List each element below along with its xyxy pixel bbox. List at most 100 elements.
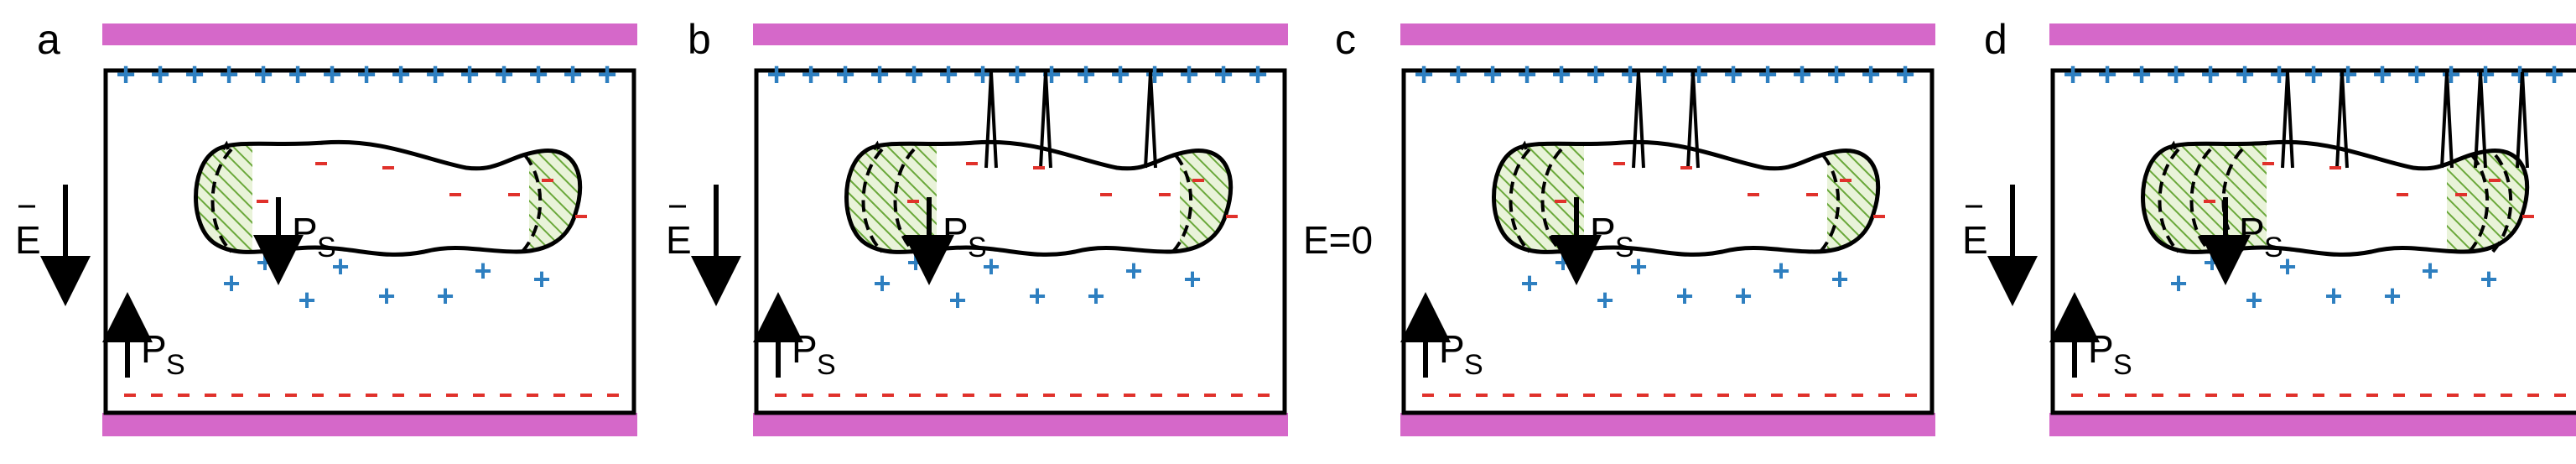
domain-positive-charge: + [474, 253, 491, 288]
surface-charges-positive: +++++++++++++++ [116, 56, 616, 93]
plus-charge: + [1861, 56, 1880, 93]
plus-charge: + [2200, 56, 2220, 93]
inner-ps-subscript: S [317, 232, 336, 263]
inner-ps-subscript: S [2264, 232, 2283, 263]
plus-charge: + [835, 56, 854, 93]
plus-charge: + [2097, 56, 2116, 93]
plus-charge: + [1792, 56, 1811, 93]
plus-charge: + [801, 56, 820, 93]
needle-domain [2281, 71, 2294, 169]
domain-positive-charge: + [1124, 253, 1142, 288]
panel-letter: c [1335, 16, 1356, 63]
inner-ps-label: P [2239, 210, 2265, 253]
needle-domain [984, 71, 998, 169]
plus-charge: + [870, 56, 889, 93]
plus-charge: + [1723, 56, 1742, 93]
field-label: E [666, 218, 692, 262]
domain-positive-charge: + [906, 245, 924, 279]
plus-charge: + [766, 56, 786, 93]
bottom-electrode [102, 413, 637, 436]
plus-charge: + [938, 56, 958, 93]
plus-charge: + [1620, 56, 1639, 93]
domain-wall [1509, 148, 1531, 253]
plus-charge: + [184, 56, 204, 93]
plus-charge: + [2510, 56, 2529, 93]
outer-ps-label: P [792, 327, 818, 371]
plus-charge: + [2544, 56, 2563, 93]
domain-wall [210, 148, 233, 253]
domain-positive-charge: + [2383, 279, 2401, 313]
plus-charge: + [1179, 56, 1198, 93]
domain-positive-charge: + [1831, 262, 1848, 296]
needle-domain [2440, 71, 2454, 169]
plus-charge: + [1110, 56, 1130, 93]
inner-ps-subscript: S [968, 232, 987, 263]
domain-spike [2168, 140, 2177, 151]
domain-wall [861, 148, 884, 253]
domain-positive-charge: + [222, 266, 240, 300]
plus-charge: + [1483, 56, 1502, 93]
plus-charge: + [2235, 56, 2254, 93]
plus-charge: + [356, 56, 376, 93]
plus-charge: + [322, 56, 341, 93]
plus-charge: + [2407, 56, 2426, 93]
needle-domain [2516, 71, 2529, 169]
domain-positive-charge: + [1596, 283, 1613, 317]
needle-domain [1144, 71, 1157, 169]
domain-spike [872, 140, 880, 151]
needle-domain [1039, 71, 1052, 169]
outer-ps-subscript: S [2113, 349, 2132, 381]
domain-positive-charge: + [331, 249, 349, 284]
domain-positive-charge: + [2245, 283, 2262, 317]
domain-positive-charge: + [982, 249, 1000, 284]
plus-charge: + [1414, 56, 1433, 93]
plus-charge: + [1586, 56, 1605, 93]
domain-wall [2158, 148, 2180, 253]
plus-charge: + [1076, 56, 1095, 93]
domain-positive-charge: + [377, 279, 395, 313]
domain-wall [1170, 154, 1193, 255]
domain-positive-charge: + [1734, 279, 1752, 313]
domain-positive-charge: + [948, 283, 966, 317]
reversed-domain [194, 139, 583, 257]
domain-wall [1817, 154, 1841, 255]
panel-letter: a [37, 16, 60, 63]
plus-charge: + [150, 56, 169, 93]
panel-letter: d [1984, 16, 2007, 63]
plus-charge: + [2372, 56, 2392, 93]
plus-charge: + [563, 56, 582, 93]
outer-ps-label: P [141, 327, 167, 371]
plus-charge: + [253, 56, 273, 93]
outer-ps-label: P [1439, 327, 1465, 371]
inner-ps-subscript: S [1615, 232, 1634, 263]
panel-letter: b [688, 16, 711, 63]
top-electrode [102, 23, 637, 45]
plus-charge: + [219, 56, 238, 93]
surface-charges-positive: +++++++++++++++ [766, 56, 1267, 93]
plus-charge: + [391, 56, 410, 93]
domain-positive-charge: + [1183, 262, 1201, 296]
domain-positive-charge: + [1629, 249, 1647, 284]
plus-charge: + [1758, 56, 1777, 93]
plus-charge: + [973, 56, 992, 93]
plus-charge: + [904, 56, 923, 93]
outer-ps-subscript: S [817, 349, 836, 381]
inner-ps-label: P [1590, 210, 1616, 253]
top-electrode [753, 23, 1288, 45]
domain-positive-charge: + [1520, 266, 1538, 300]
bottom-electrode [1400, 413, 1935, 436]
outer-ps-subscript: S [166, 349, 185, 381]
plus-charge: + [1895, 56, 1914, 93]
inner-ps-label: P [292, 210, 318, 253]
field-label: E [15, 218, 41, 262]
domain-positive-charge: + [298, 283, 315, 317]
domain-positive-charge: + [873, 266, 891, 300]
domain-positive-charge: + [2278, 249, 2296, 284]
field-label: E=0 [1303, 218, 1373, 262]
domain-positive-charge: + [2169, 266, 2187, 300]
plus-charge: + [288, 56, 307, 93]
